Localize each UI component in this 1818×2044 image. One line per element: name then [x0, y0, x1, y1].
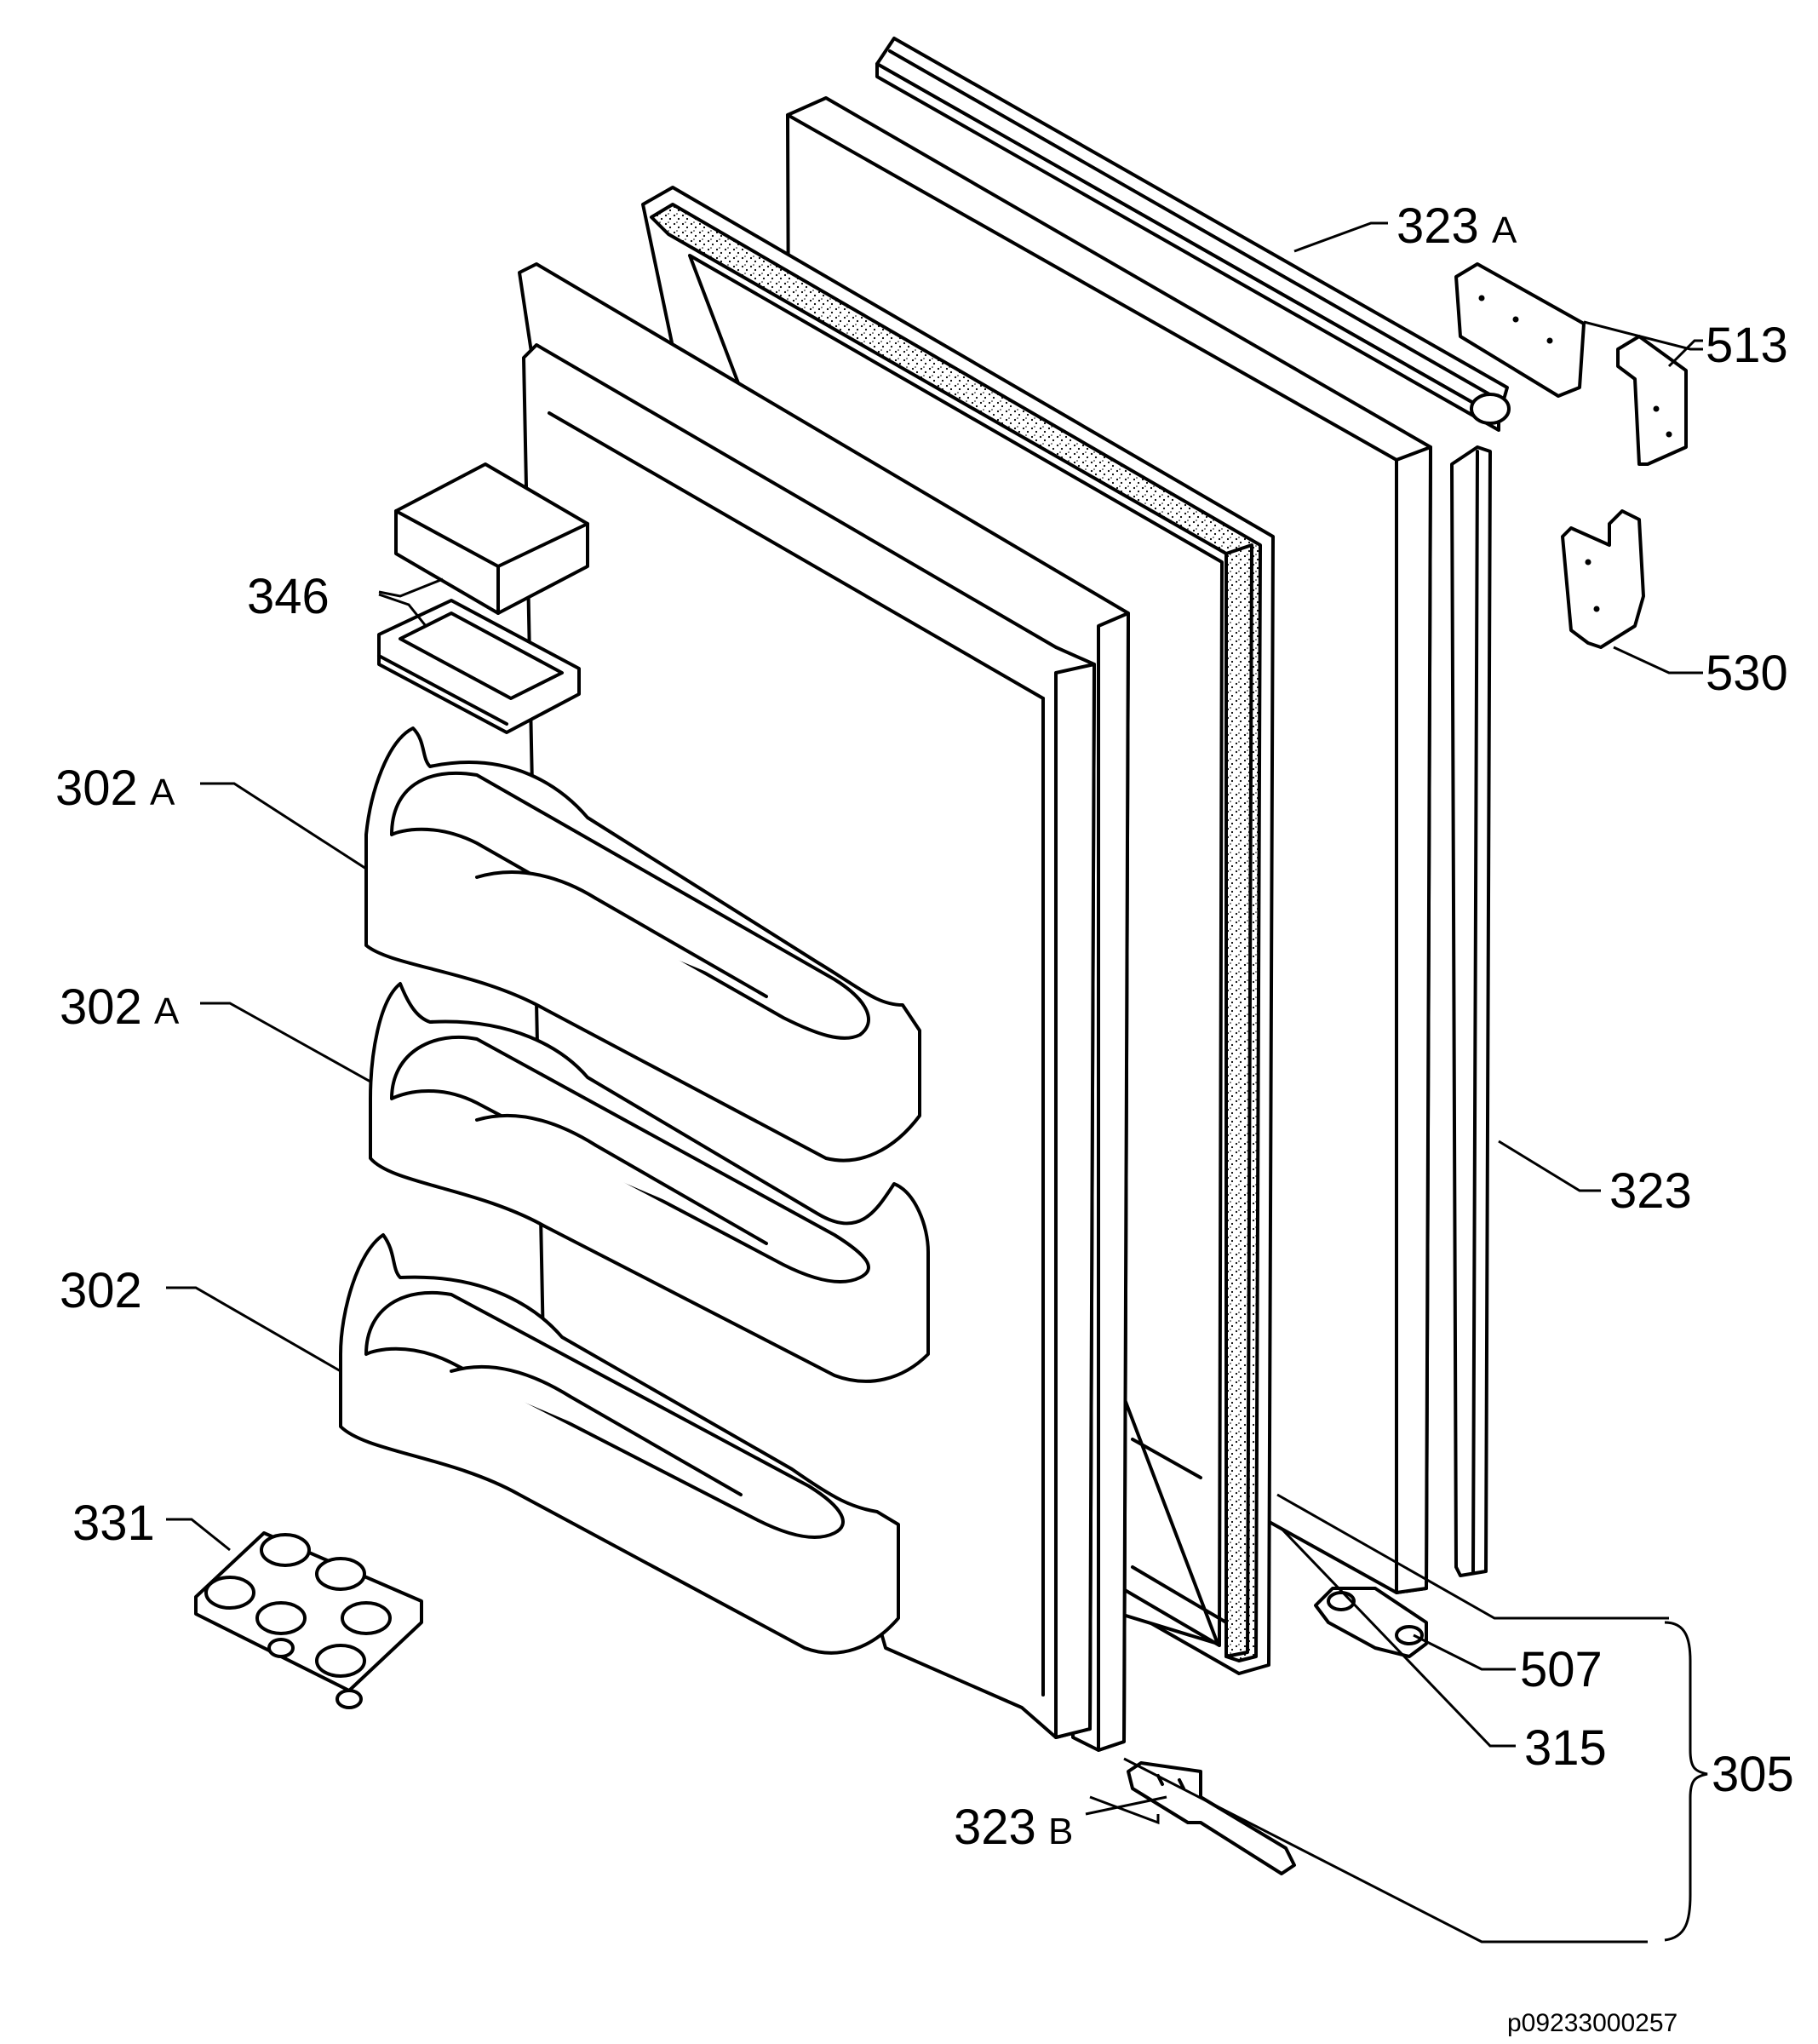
callout-530: 530	[1706, 646, 1788, 701]
egg-tray-331	[194, 1531, 423, 1709]
hinge-cover-530	[1561, 509, 1645, 649]
leader-323b	[1089, 1795, 1160, 1825]
callout-305: 305	[1712, 1747, 1794, 1802]
hinge-cover-513-plate	[1454, 262, 1586, 398]
callout-315: 315	[1524, 1720, 1607, 1776]
leader-346a	[378, 577, 444, 598]
hinge-bracket-513	[1616, 335, 1688, 466]
side-seal-323	[1450, 445, 1492, 1577]
leader-302a-1	[200, 782, 367, 870]
svg-text:323: 323	[1396, 198, 1479, 254]
leader-305-bottom	[1123, 1757, 1648, 1944]
callout-323a: 323 A	[1396, 198, 1517, 254]
leader-315	[1276, 1493, 1669, 1620]
leader-315b	[1280, 1527, 1516, 1748]
leader-346b	[378, 593, 427, 627]
door-shelf-302a-top	[364, 726, 921, 1163]
callout-302: 302	[60, 1263, 142, 1318]
leader-507	[1413, 1633, 1516, 1671]
leader-323	[1498, 1140, 1601, 1192]
svg-text:B: B	[1048, 1811, 1073, 1852]
svg-text:323: 323	[954, 1800, 1036, 1855]
svg-text:A: A	[154, 990, 180, 1032]
leader-513a	[1583, 320, 1703, 351]
callout-331: 331	[72, 1496, 155, 1551]
callout-346: 346	[247, 569, 330, 624]
leader-331	[166, 1518, 231, 1552]
callout-507: 507	[1520, 1642, 1603, 1697]
brace-305	[1664, 1621, 1708, 1942]
callout-302a-2: 302 A	[60, 979, 180, 1035]
callout-513: 513	[1706, 318, 1788, 373]
butter-compartment-lid-346	[394, 462, 589, 615]
leader-lines	[166, 221, 1703, 1944]
leader-530	[1613, 646, 1703, 675]
bottom-seal-strip-323b	[1127, 1761, 1296, 1875]
leader-513b	[1667, 339, 1703, 368]
callout-302a-1: 302 A	[55, 761, 175, 816]
svg-text:302: 302	[60, 979, 142, 1035]
top-seal-strip-323a	[875, 37, 1511, 432]
leader-323a	[1293, 221, 1388, 253]
callout-323: 323	[1609, 1163, 1692, 1219]
svg-text:A: A	[150, 772, 175, 813]
leader-323b-2	[1085, 1795, 1167, 1816]
butter-compartment-tray-346	[377, 599, 581, 734]
callout-323b: 323 B	[954, 1800, 1073, 1855]
leader-302	[166, 1286, 341, 1373]
diagram-reference-code: p09233000257	[1507, 2009, 1677, 2037]
door-shelf-302-bottom	[339, 1233, 900, 1655]
svg-text:302: 302	[55, 761, 138, 816]
leader-302a-2	[200, 1002, 371, 1083]
door-shelf-302a-middle	[369, 982, 930, 1383]
svg-text:A: A	[1492, 210, 1517, 251]
